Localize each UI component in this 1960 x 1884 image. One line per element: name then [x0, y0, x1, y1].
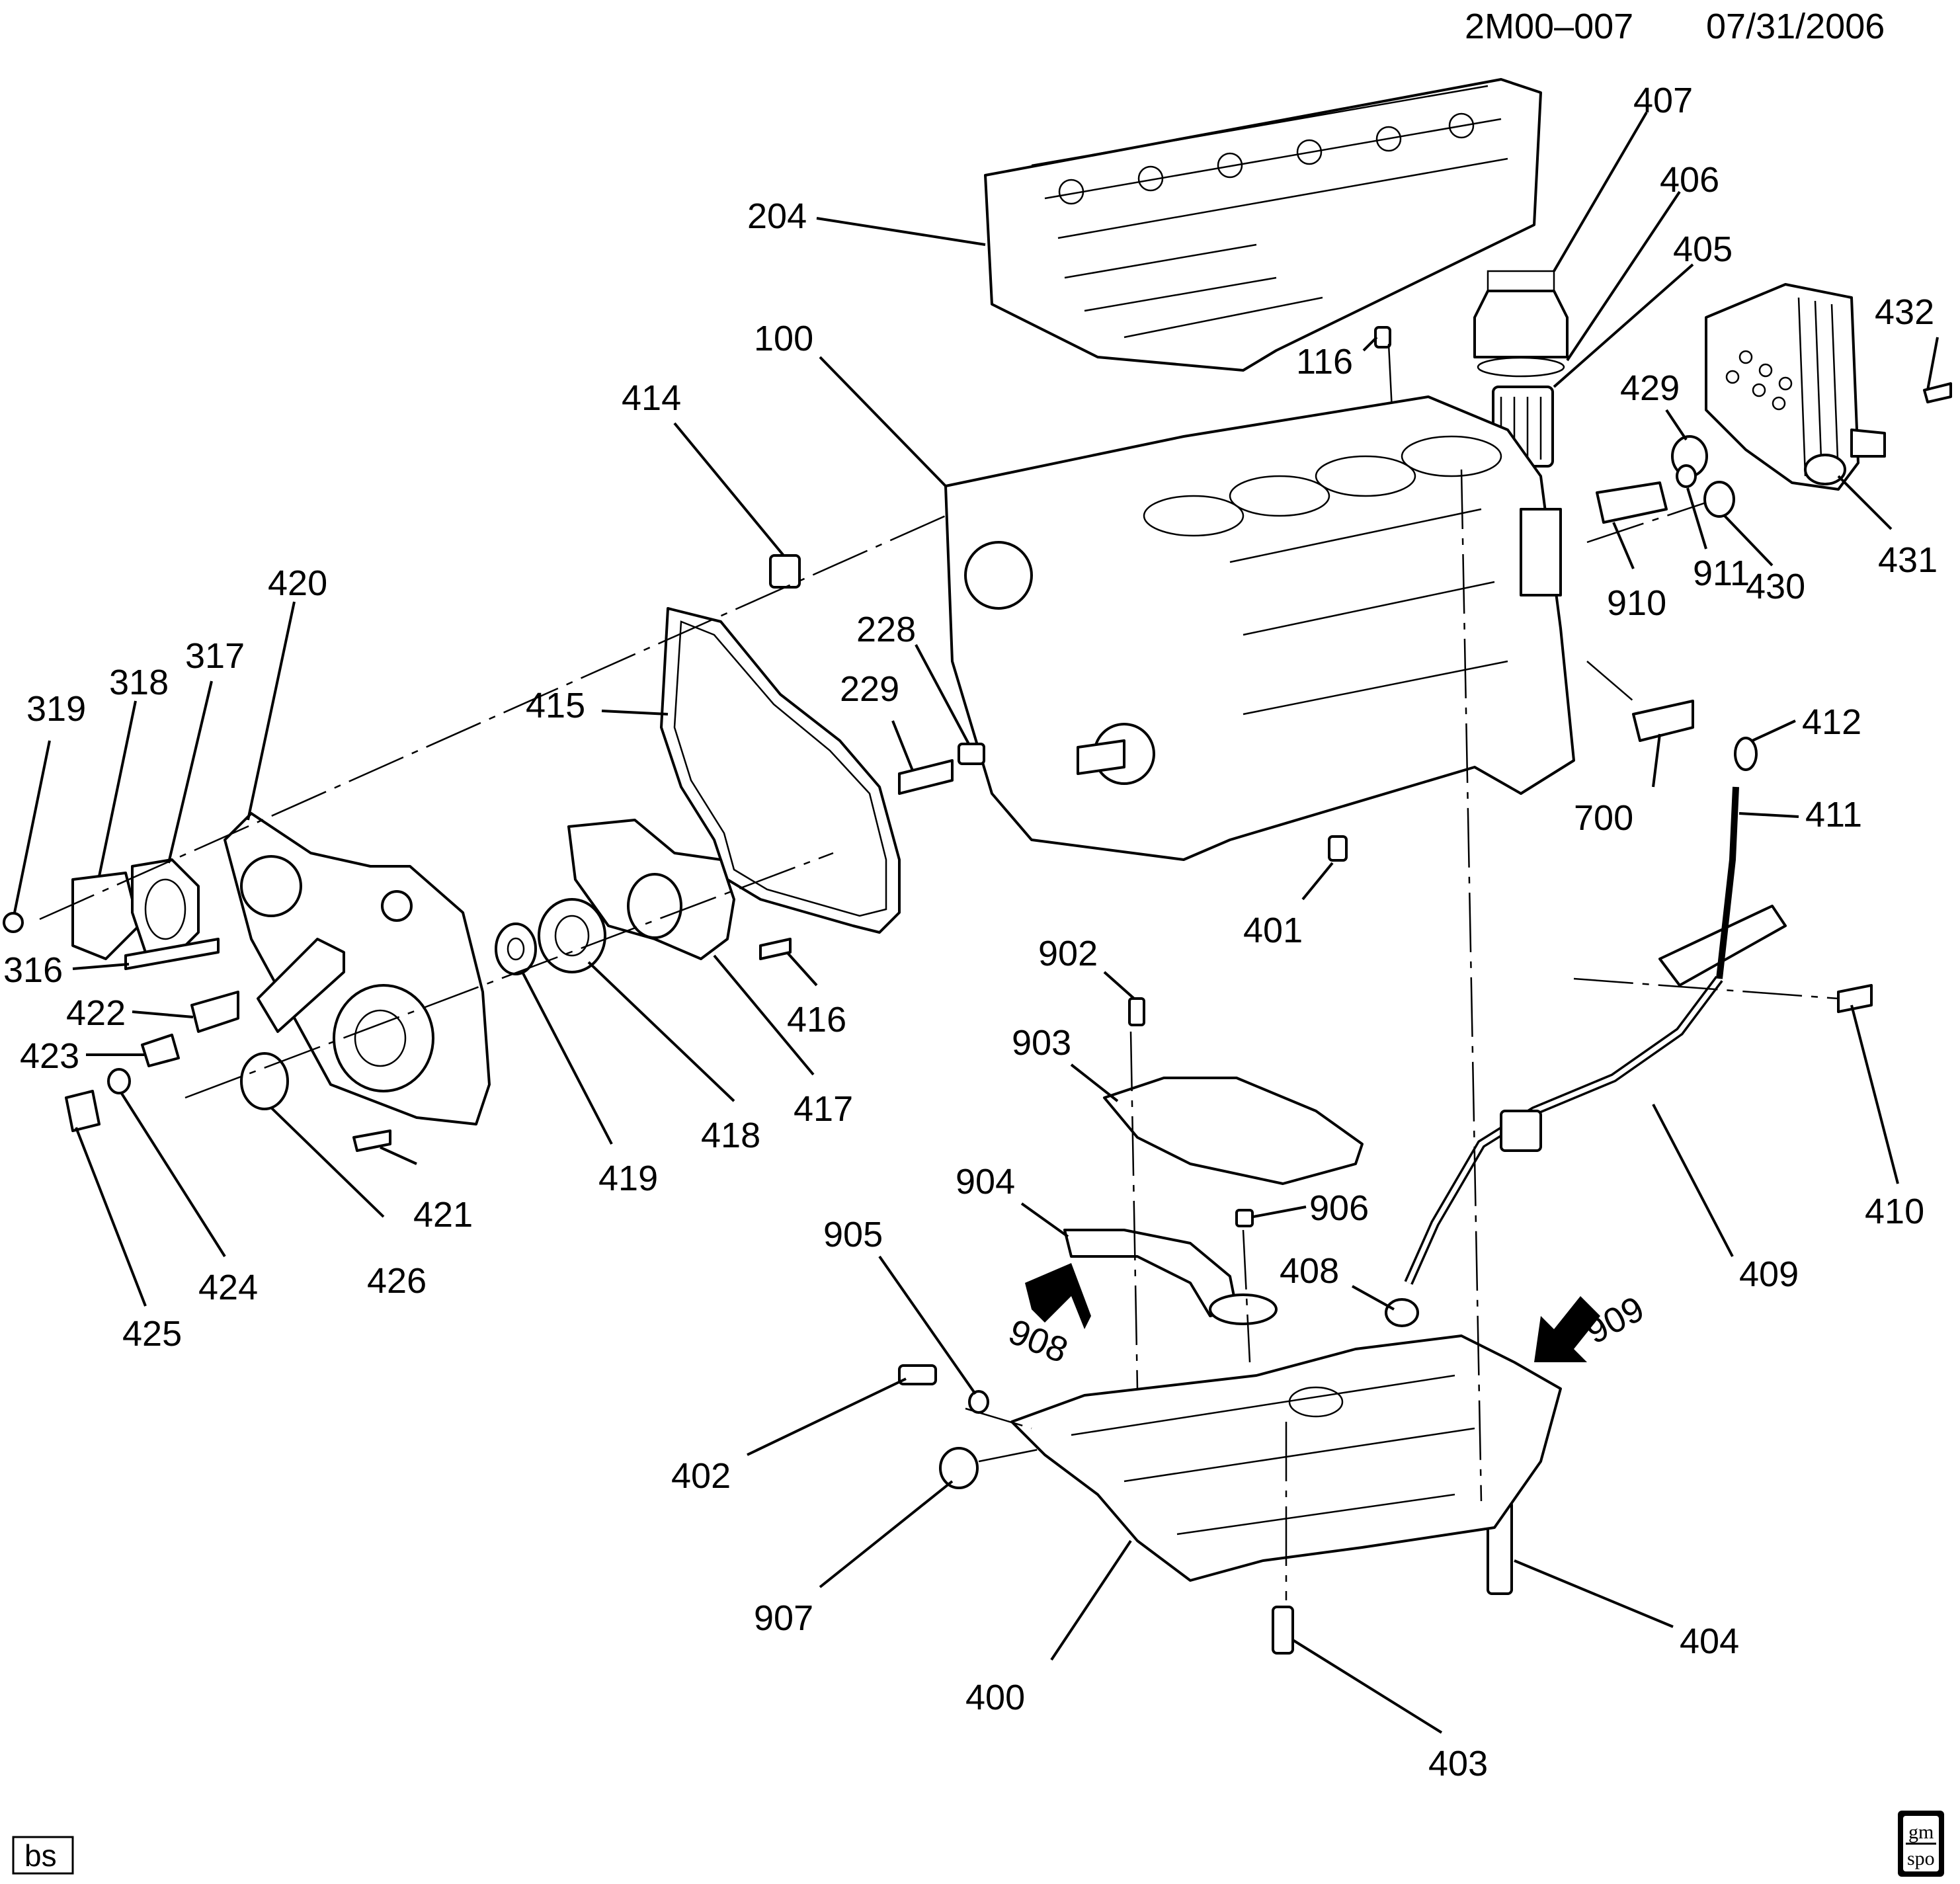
- callout-418: 418: [701, 1116, 760, 1155]
- callout-419: 419: [598, 1159, 658, 1198]
- callout-318: 318: [109, 663, 169, 702]
- callout-907: 907: [754, 1598, 813, 1638]
- oil-pan-baffle-drawing: [1103, 1077, 1364, 1185]
- corner-badge-text: bs: [24, 1838, 57, 1873]
- gaskets-drawing: [71, 858, 200, 960]
- callout-908: 908: [1003, 1311, 1073, 1370]
- oil-filter-drawing: [1473, 270, 1569, 468]
- callout-316: 316: [3, 950, 63, 990]
- callout-902: 902: [1038, 934, 1098, 973]
- callout-411: 411: [1805, 795, 1862, 835]
- callout-labels: 204 407 406 405 432 116 100 414 429 431 …: [3, 81, 1938, 1783]
- diagram-date: 07/31/2006: [1706, 7, 1885, 46]
- diagram-code: 2M00–007: [1465, 7, 1633, 46]
- callout-406: 406: [1660, 160, 1719, 200]
- callout-116: 116: [1296, 342, 1353, 382]
- callout-421: 421: [413, 1195, 473, 1235]
- callout-402: 402: [671, 1456, 731, 1496]
- svg-text:gm: gm: [1908, 1821, 1934, 1843]
- callout-407: 407: [1633, 81, 1693, 120]
- callout-909: 909: [1579, 1289, 1651, 1352]
- callout-317: 317: [185, 636, 245, 676]
- callout-422: 422: [66, 993, 126, 1033]
- callout-425: 425: [122, 1314, 182, 1354]
- timing-gasket-drawing: [660, 607, 901, 934]
- callout-431: 431: [1878, 540, 1938, 580]
- cylinder-head-drawing: [984, 78, 1542, 372]
- oil-pickup-drawing: [1063, 1229, 1278, 1325]
- callout-426: 426: [367, 1261, 427, 1301]
- front-seal-drawing: [240, 1052, 289, 1110]
- front-cover-drawing: [224, 812, 491, 1126]
- callout-911: 911: [1693, 553, 1750, 593]
- pump-rotors-drawing: [495, 898, 606, 975]
- oil-cooler-drawing: [1705, 283, 1886, 491]
- leader-lines: [13, 111, 1939, 1734]
- callout-401: 401: [1243, 911, 1303, 950]
- callout-319: 319: [26, 689, 86, 729]
- callout-410: 410: [1865, 1192, 1924, 1231]
- callout-404: 404: [1680, 1621, 1739, 1661]
- callout-430: 430: [1746, 567, 1805, 606]
- callout-228: 228: [856, 610, 916, 649]
- callout-412: 412: [1802, 702, 1861, 742]
- svg-text:spo: spo: [1907, 1848, 1935, 1869]
- callout-417: 417: [794, 1089, 853, 1129]
- callout-408: 408: [1280, 1251, 1339, 1291]
- callout-414: 414: [622, 378, 681, 418]
- callout-400: 400: [965, 1678, 1025, 1717]
- callout-409: 409: [1739, 1254, 1799, 1294]
- callout-905: 905: [823, 1215, 883, 1254]
- callout-700: 700: [1574, 798, 1633, 838]
- callout-229: 229: [840, 669, 899, 709]
- callout-903: 903: [1012, 1023, 1071, 1063]
- arrow-909: [1534, 1296, 1600, 1362]
- gm-spo-logo: gm spo: [1898, 1811, 1944, 1877]
- callout-405: 405: [1673, 229, 1733, 269]
- callout-204: 204: [747, 196, 807, 236]
- callout-906: 906: [1309, 1188, 1369, 1228]
- oil-pump-housing-drawing: [567, 819, 735, 960]
- fasteners-drawing: [3, 326, 1952, 1655]
- callout-910: 910: [1607, 583, 1666, 623]
- callout-420: 420: [268, 563, 327, 603]
- callout-432: 432: [1875, 292, 1934, 332]
- dipstick-tube-drawing: [1404, 737, 1787, 1285]
- corner-badge: bs: [12, 1836, 74, 1875]
- callout-403: 403: [1428, 1744, 1488, 1783]
- callout-416: 416: [787, 1000, 846, 1040]
- callout-904: 904: [956, 1162, 1015, 1202]
- callout-423: 423: [20, 1036, 79, 1076]
- alignment-lines: [39, 343, 1839, 1600]
- callout-100: 100: [754, 319, 813, 358]
- callout-415: 415: [526, 686, 585, 725]
- engine-block-drawing: [944, 395, 1575, 861]
- arrow-908: [1025, 1263, 1091, 1329]
- callout-429: 429: [1620, 368, 1680, 408]
- callout-424: 424: [198, 1268, 258, 1307]
